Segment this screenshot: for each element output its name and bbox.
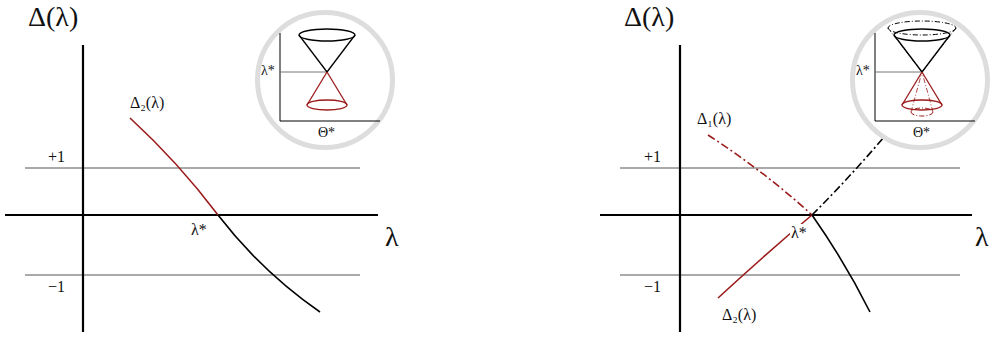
crossing-label: λ* xyxy=(190,221,208,239)
crossing-label: λ* xyxy=(790,224,808,242)
axis-label: λ xyxy=(385,222,399,253)
tick-label: +1 xyxy=(644,148,661,166)
curve-label: Δ₂(λ) xyxy=(722,306,756,324)
axis-mark: Θ* xyxy=(913,125,930,140)
axis-mark: λ* xyxy=(261,63,275,78)
curve-label: Δ₂(λ) xyxy=(130,94,164,112)
tick-label: −1 xyxy=(644,278,661,296)
curve-label: Δ₁(λ) xyxy=(697,110,731,128)
tick-label: −1 xyxy=(48,278,65,296)
tick-label: +1 xyxy=(48,148,65,166)
axis-title: Δ(λ) xyxy=(624,2,674,33)
axis-label: λ xyxy=(975,222,989,253)
inset-circle: λ* Θ* xyxy=(255,10,395,150)
axis-mark: λ* xyxy=(856,63,870,78)
inset-circle: λ* Θ* xyxy=(850,10,990,150)
axis-title: Δ(λ) xyxy=(28,2,78,33)
axis-mark: Θ* xyxy=(318,125,335,140)
